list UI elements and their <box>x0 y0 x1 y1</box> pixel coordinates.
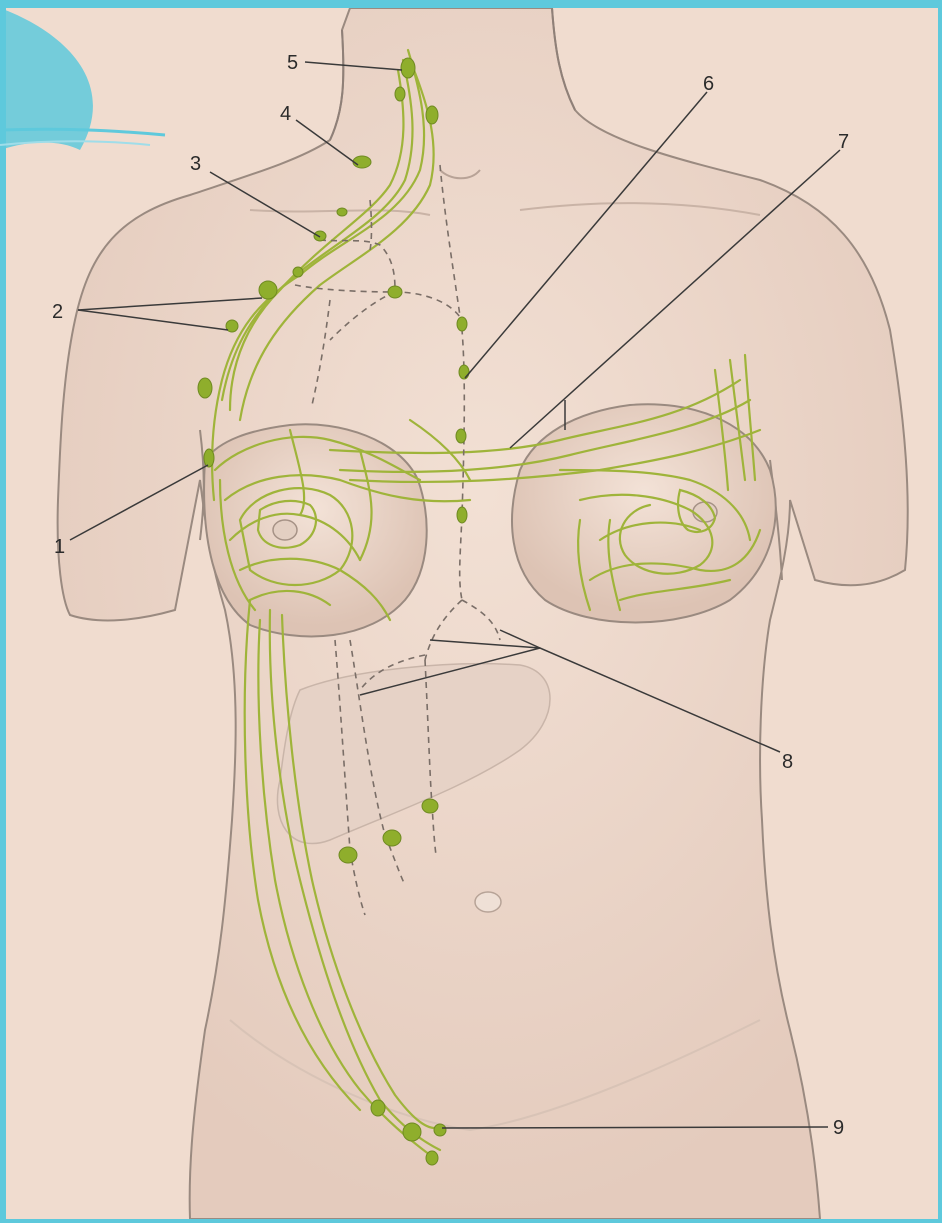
callout-2: 2 <box>52 301 63 323</box>
leader-line-9 <box>442 1127 828 1128</box>
lymph-node-icon <box>457 317 467 331</box>
slide-frame-left <box>0 0 6 1223</box>
callout-7: 7 <box>838 131 849 153</box>
slide-frame-bottom <box>0 1219 942 1223</box>
slide-frame-top <box>0 0 942 8</box>
lymph-node-icon <box>401 58 415 78</box>
lymph-node-icon <box>434 1124 446 1136</box>
lymph-node-icon <box>371 1100 385 1116</box>
callout-4: 4 <box>280 103 291 125</box>
lymph-node-icon <box>426 1151 438 1165</box>
lymph-node-icon <box>259 281 277 299</box>
callout-3: 3 <box>190 153 201 175</box>
lymph-node-icon <box>314 231 326 241</box>
lymph-node-icon <box>426 106 438 124</box>
callout-8: 8 <box>782 751 793 773</box>
navel <box>475 892 501 912</box>
lymph-node-icon <box>339 847 357 863</box>
anatomy-plate: 1 2 3 4 5 6 7 8 9 <box>6 8 938 1219</box>
lymph-node-icon <box>198 378 212 398</box>
callout-5: 5 <box>287 52 298 74</box>
lymph-node-icon <box>337 208 347 216</box>
lymph-node-icon <box>353 156 371 168</box>
lymph-node-icon <box>293 267 303 277</box>
lymph-node-icon <box>204 449 214 467</box>
lymph-node-icon <box>395 87 405 101</box>
lymph-node-icon <box>459 365 469 379</box>
lymph-node-icon <box>388 286 402 298</box>
lymph-node-icon <box>422 799 438 813</box>
lymph-node-icon <box>456 429 466 443</box>
lymph-node-icon <box>457 507 467 523</box>
callout-9: 9 <box>833 1117 844 1139</box>
lymph-node-icon <box>403 1123 421 1141</box>
callout-1: 1 <box>54 536 65 558</box>
slide-frame-right <box>938 0 942 1223</box>
lymph-node-icon <box>383 830 401 846</box>
lymphatic-drainage-illustration: 1 2 3 4 5 6 7 8 9 <box>6 8 938 1219</box>
right-nipple <box>273 520 297 540</box>
callout-6: 6 <box>703 73 714 95</box>
